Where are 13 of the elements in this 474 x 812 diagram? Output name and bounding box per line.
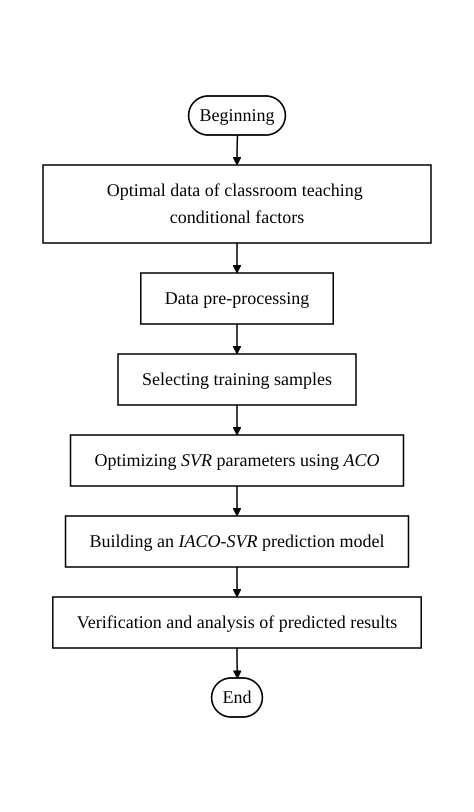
arrow [232, 242, 242, 273]
node-box: Building an IACO-SVR prediction model [64, 514, 410, 568]
node-box: Data pre-processing [140, 272, 334, 324]
arrow [232, 324, 242, 354]
node-box: Optimizing SVR parameters using ACO [70, 434, 404, 486]
arrow [232, 486, 242, 516]
arrow [232, 134, 242, 165]
node-box: Selecting training samples [117, 352, 357, 406]
node-box: Verification and analysis of predicted results [52, 596, 422, 648]
arrow [232, 648, 242, 678]
node-box: Optimal data of classroom teaching conditional factors [42, 164, 432, 244]
arrow [232, 566, 242, 597]
arrow [232, 404, 242, 435]
